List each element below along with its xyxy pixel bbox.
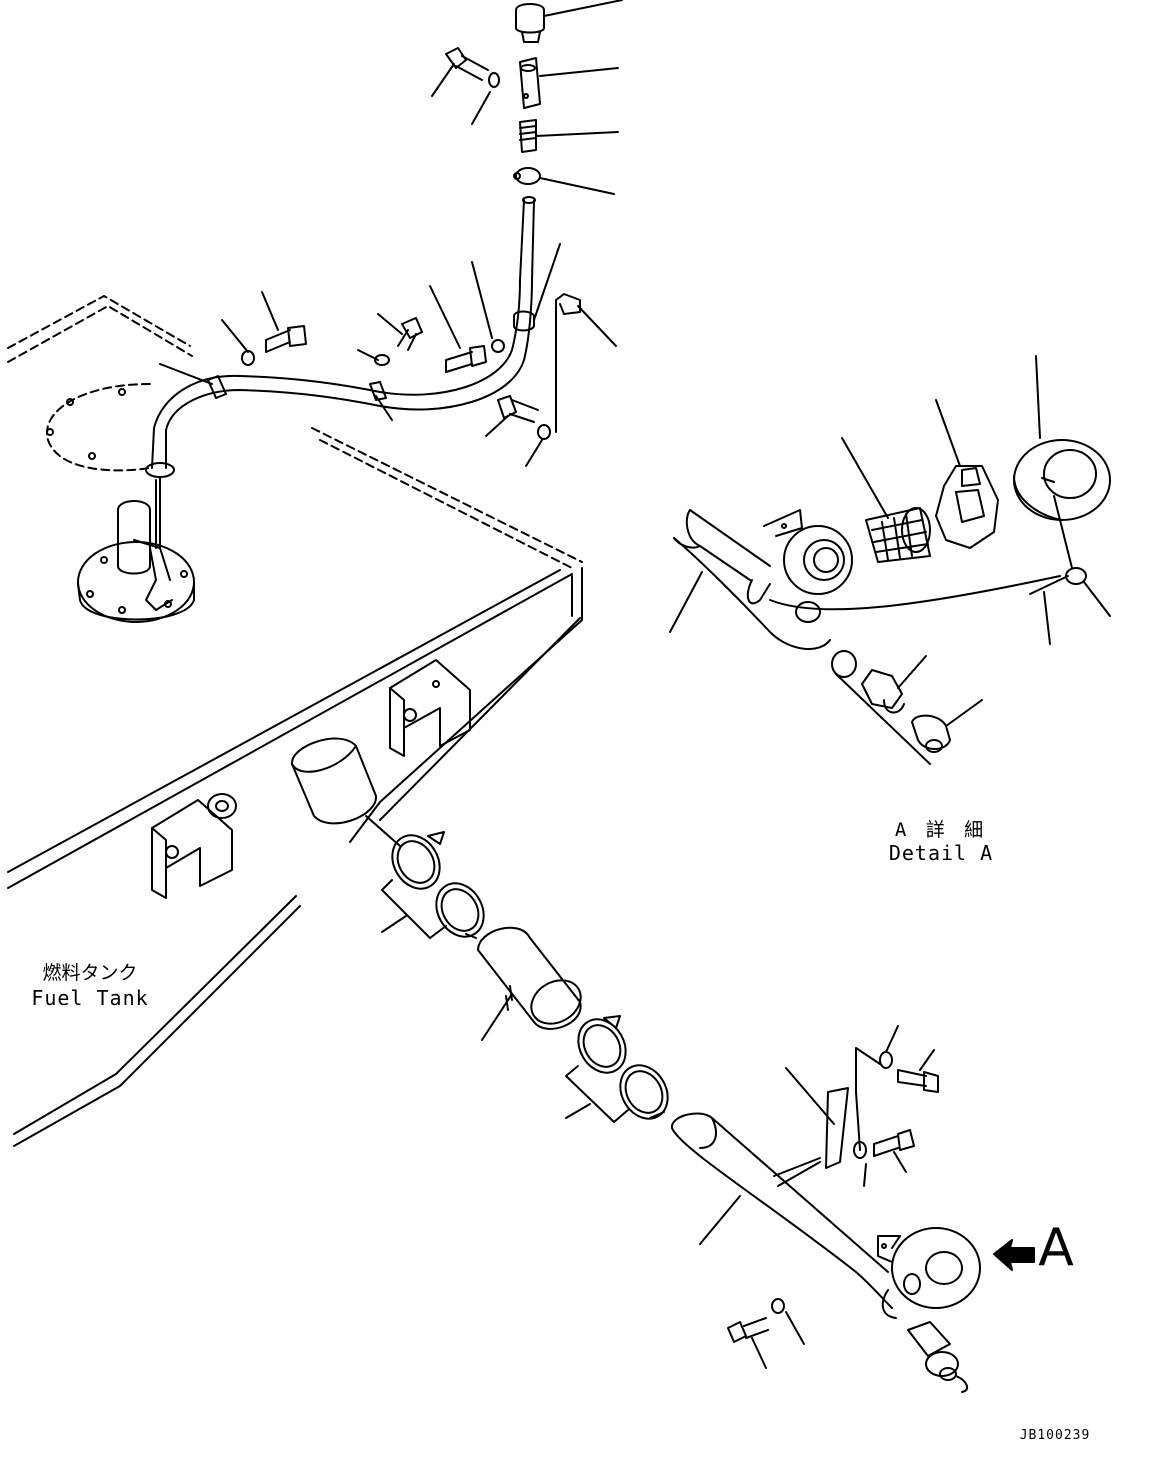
hose-nipple — [519, 119, 619, 153]
bolt-hose-middle-b — [445, 339, 505, 373]
hose-clamp-small-left — [207, 375, 227, 399]
breather-cap — [515, 0, 623, 43]
hose-band-lower-1 — [577, 1015, 627, 1074]
tank-mount-bracket-right — [389, 659, 471, 757]
view-arrow-letter: A — [1038, 1218, 1074, 1278]
detail-a-drain-plug — [831, 650, 931, 765]
fuel-tank-label-en: Fuel Tank — [31, 986, 149, 1010]
vent-hose — [151, 196, 536, 469]
detail-a-chain — [769, 495, 1111, 645]
hose-clamp-small-middle — [369, 381, 387, 401]
bolt-hose-middle-a — [374, 317, 423, 366]
filler-neck — [877, 1227, 981, 1319]
hose-band-lower-2 — [619, 1064, 669, 1120]
hose-band-upper-1 — [391, 831, 445, 890]
bolt-hose-left — [241, 325, 307, 366]
vent-hose-bracket — [555, 293, 581, 433]
detail-a-drain-cap — [911, 699, 983, 753]
detail-a-pipe-end — [669, 509, 831, 651]
tank-top-flange — [46, 383, 151, 472]
bolt-vent-block — [431, 47, 500, 125]
bolt-bracket-upper — [879, 1025, 939, 1093]
filler-hose — [477, 926, 582, 1041]
leader-lines-hose — [159, 243, 617, 467]
filler-connector-pipe — [290, 737, 401, 847]
detail-a-cover — [1013, 355, 1111, 521]
tank-mount-bracket-left — [151, 793, 237, 899]
detail-a-label-en: Detail A — [888, 841, 994, 865]
bolt-filler-neck — [727, 1298, 805, 1369]
filler-bracket — [785, 1047, 881, 1169]
leader-bands-upper — [381, 879, 447, 939]
leader-bands-lower — [565, 1065, 629, 1123]
filler-pipe — [671, 1112, 893, 1309]
detail-a-label-jp: A 詳 細 — [894, 819, 988, 841]
hose-band-upper-2 — [435, 882, 485, 939]
detail-a-filler-neck — [746, 509, 853, 623]
bolt-hose-bracket — [497, 395, 551, 440]
vent-block — [519, 57, 619, 109]
bolt-bracket-lower — [853, 1129, 915, 1187]
detail-a-filler-cap — [935, 399, 999, 549]
fuel-tank-label-jp: 燃料タンク — [42, 962, 138, 984]
detail-a-strainer — [841, 437, 931, 563]
fuel-tank-outline — [7, 295, 583, 1147]
hose-clamp-small-upper — [513, 310, 535, 332]
drawing-number: JB100239 — [1019, 1428, 1091, 1443]
drain-plug-cap — [907, 1321, 969, 1393]
fuel-sender-unit — [77, 462, 195, 623]
view-arrow — [993, 1239, 1035, 1271]
hose-clamp-top — [513, 167, 615, 195]
